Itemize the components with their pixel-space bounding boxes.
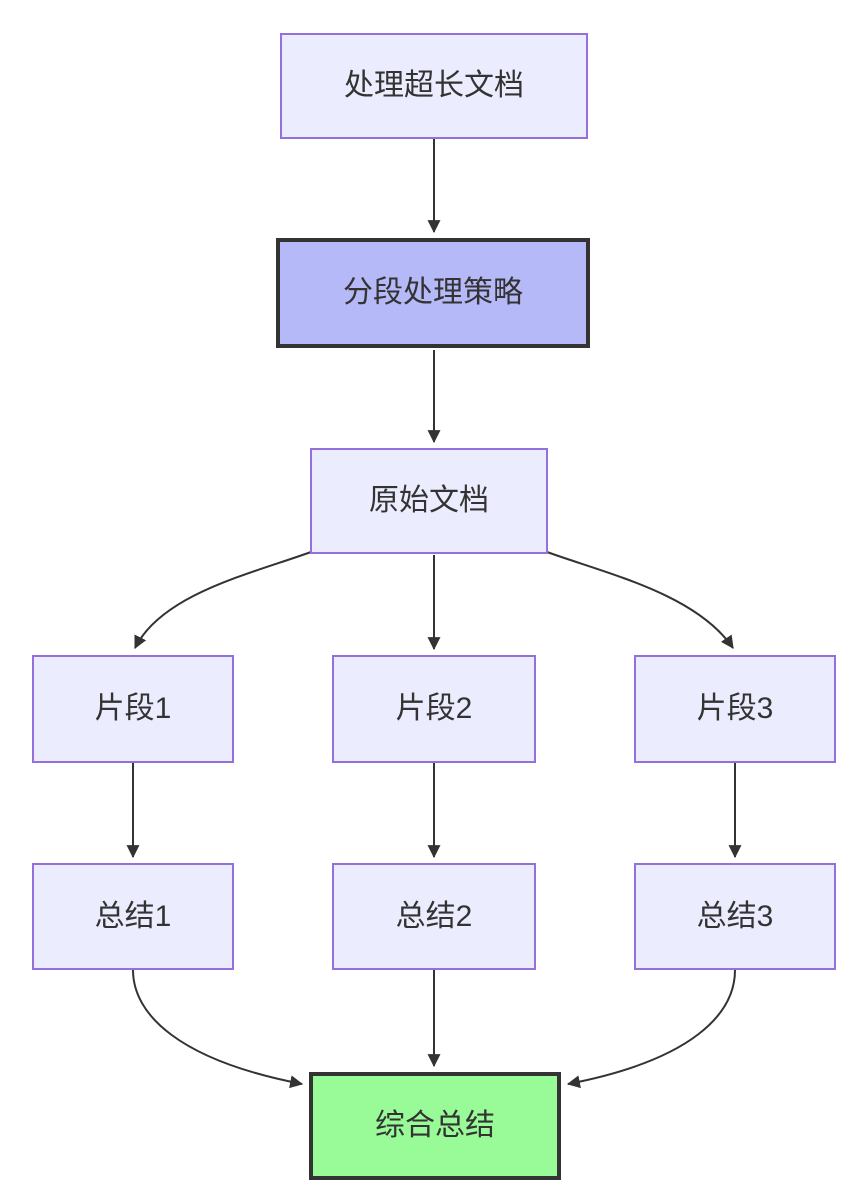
node-segment-strategy: 分段处理策略 xyxy=(276,238,590,348)
edge-sum1-final xyxy=(132,969,304,1089)
node-segment-3: 片段3 xyxy=(634,655,836,763)
node-segment-1: 片段1 xyxy=(32,655,234,763)
node-summary-1: 总结1 xyxy=(32,863,234,970)
node-label: 片段3 xyxy=(696,692,774,725)
node-source-document: 原始文档 xyxy=(310,448,548,554)
edge-doc-seg3 xyxy=(546,551,734,649)
node-segment-2: 片段2 xyxy=(332,655,536,763)
node-summary-2: 总结2 xyxy=(332,863,536,970)
node-final-summary: 综合总结 xyxy=(309,1072,561,1180)
node-label: 片段2 xyxy=(395,692,473,725)
node-process-long-doc: 处理超长文档 xyxy=(280,33,588,139)
node-label: 综合总结 xyxy=(375,1109,495,1142)
node-label: 处理超长文档 xyxy=(344,69,524,102)
node-label: 分段处理策略 xyxy=(343,276,523,309)
node-label: 总结3 xyxy=(696,899,774,933)
node-label: 原始文档 xyxy=(369,484,489,517)
node-label: 总结2 xyxy=(395,899,473,933)
node-label: 总结1 xyxy=(94,899,172,933)
edge-sum3-final xyxy=(566,969,736,1089)
edge-doc-seg1 xyxy=(134,551,312,649)
node-label: 片段1 xyxy=(94,692,172,725)
node-summary-3: 总结3 xyxy=(634,863,836,970)
